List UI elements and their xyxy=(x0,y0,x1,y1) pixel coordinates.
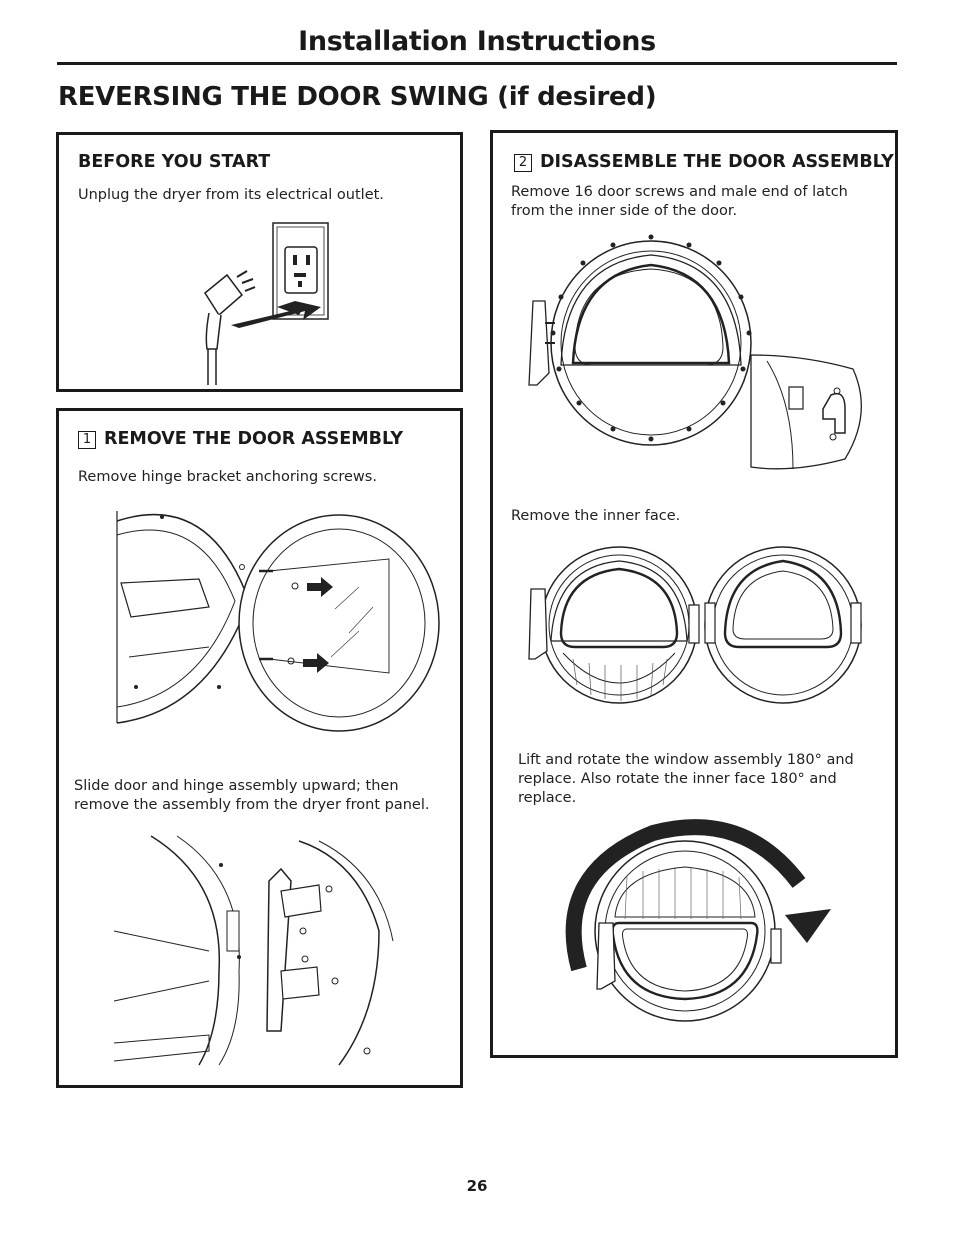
step2-panel: 2 DISASSEMBLE THE DOOR ASSEMBLY Remove 16… xyxy=(490,130,898,1058)
unplug-illustration xyxy=(204,222,329,385)
step1-title-text: REMOVE THE DOOR ASSEMBLY xyxy=(104,429,404,449)
step2-title-text: DISASSEMBLE THE DOOR ASSEMBLY xyxy=(540,152,894,172)
before-you-start-panel: BEFORE YOU START Unplug the dryer from i… xyxy=(56,132,463,392)
step1-panel: 1 REMOVE THE DOOR ASSEMBLY Remove hinge b… xyxy=(56,408,463,1088)
hinge-screws-illustration xyxy=(116,511,440,732)
before-text: Unplug the dryer from its electrical out… xyxy=(78,187,384,203)
step2-text3: Lift and rotate the window assembly 180°… xyxy=(518,752,854,806)
section-title: REVERSING THE DOOR SWING (if desired) xyxy=(58,82,657,112)
step2-title: 2 DISASSEMBLE THE DOOR ASSEMBLY xyxy=(514,152,894,172)
door-removal-illustration xyxy=(113,835,394,1066)
before-title: BEFORE YOU START xyxy=(78,152,271,172)
step1-title: 1 REMOVE THE DOOR ASSEMBLY xyxy=(78,429,403,449)
page-number: 26 xyxy=(466,1177,488,1195)
page-header-title: Installation Instructions xyxy=(298,26,656,57)
door-screws-illustration xyxy=(528,234,862,470)
rotate-window-illustration xyxy=(565,819,831,1022)
inner-face-illustration xyxy=(528,546,862,704)
page-header: Installation Instructions xyxy=(57,24,897,65)
step1-text1: Remove hinge bracket anchoring screws. xyxy=(78,469,377,485)
step1-number: 1 xyxy=(78,431,96,449)
step2-text2: Remove the inner face. xyxy=(511,508,681,524)
step2-number: 2 xyxy=(514,154,532,172)
step2-text1: Remove 16 door screws and male end of la… xyxy=(511,184,848,219)
step1-text2: Slide door and hinge assembly upward; th… xyxy=(74,778,430,813)
